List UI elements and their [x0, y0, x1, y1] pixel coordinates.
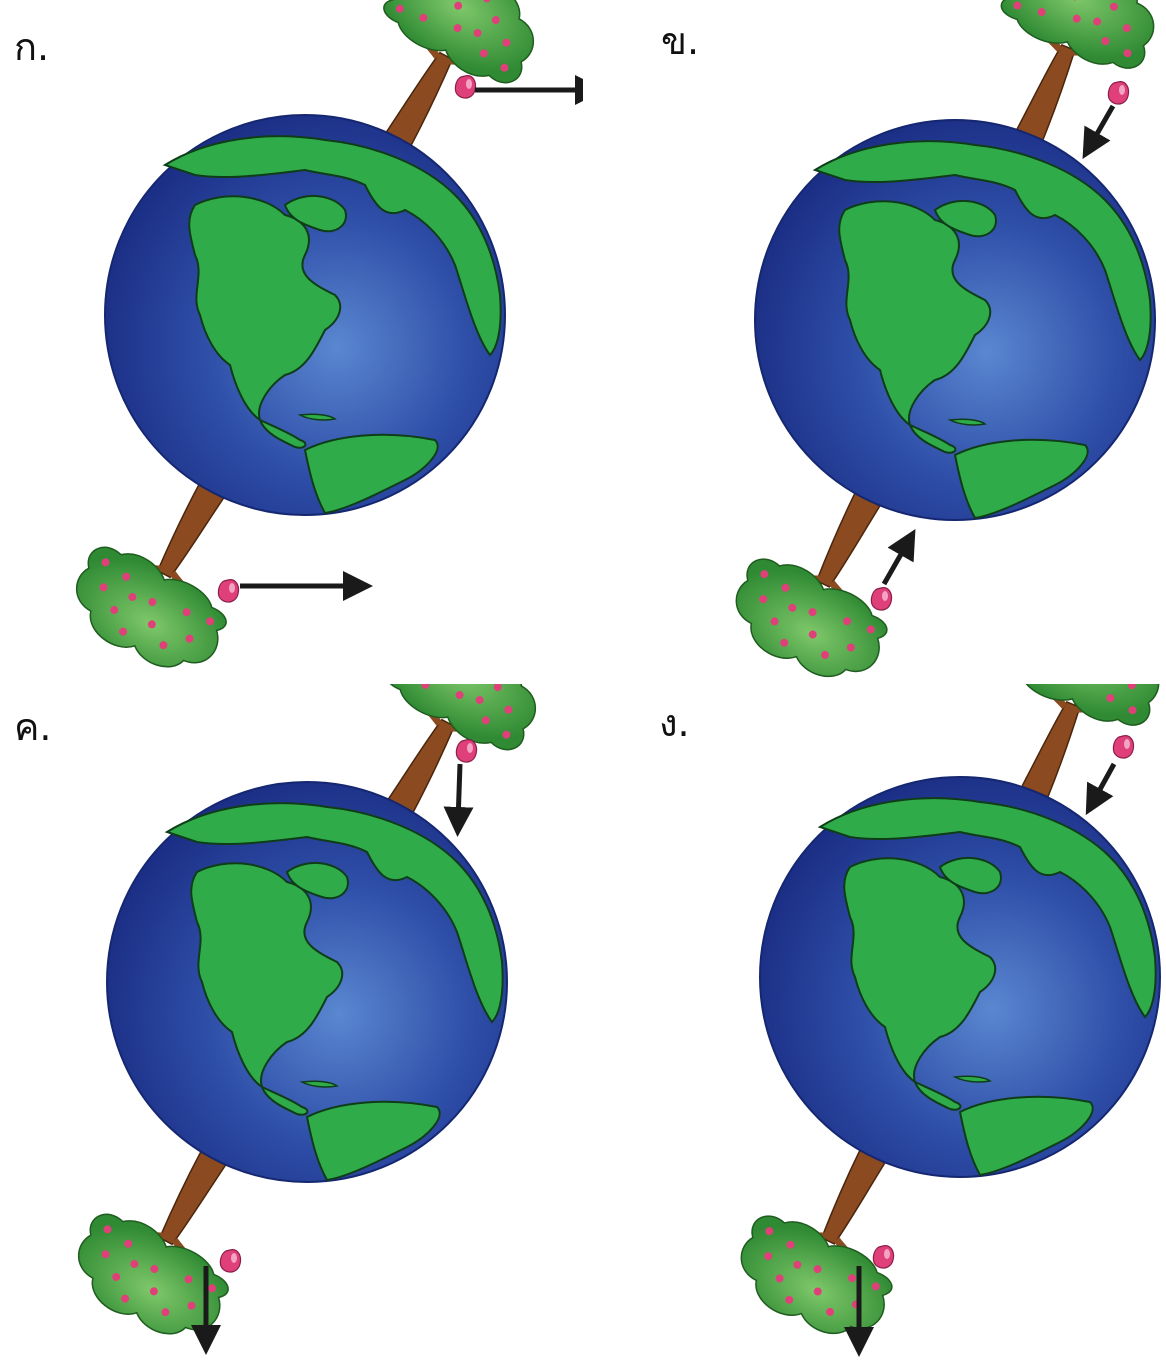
panel-d: ง.: [583, 684, 1166, 1368]
panel-label: ก.: [14, 25, 50, 69]
bottom-apple: [217, 579, 240, 603]
panel-b: ข.: [583, 0, 1166, 684]
bottom-force-arrow: [881, 528, 916, 586]
panel-label: ข.: [661, 19, 700, 63]
panel-illustration: [0, 0, 583, 684]
bottom-apple: [219, 1249, 242, 1273]
panel-illustration: [0, 684, 583, 1368]
earth-globe: [104, 114, 506, 516]
panel-label: ค.: [14, 705, 52, 749]
top-force-arrow: [443, 763, 474, 837]
top-apple: [1107, 81, 1130, 105]
top-apple: [454, 75, 477, 99]
panel-illustration: [583, 684, 1166, 1368]
earth-globe: [754, 119, 1156, 521]
earth-globe: [759, 776, 1161, 1178]
panel-c: ค.: [0, 684, 583, 1368]
top-apple: [1112, 735, 1135, 759]
panel-illustration: [583, 0, 1166, 684]
earth-globe: [106, 781, 508, 1183]
top-apple: [455, 739, 478, 763]
panel-a: ก.: [0, 0, 583, 684]
bottom-apple: [872, 1245, 895, 1269]
panel-label: ง.: [659, 701, 690, 745]
top-force-arrow: [1082, 104, 1116, 160]
bottom-apple: [870, 587, 893, 611]
top-force-arrow: [1085, 762, 1117, 816]
